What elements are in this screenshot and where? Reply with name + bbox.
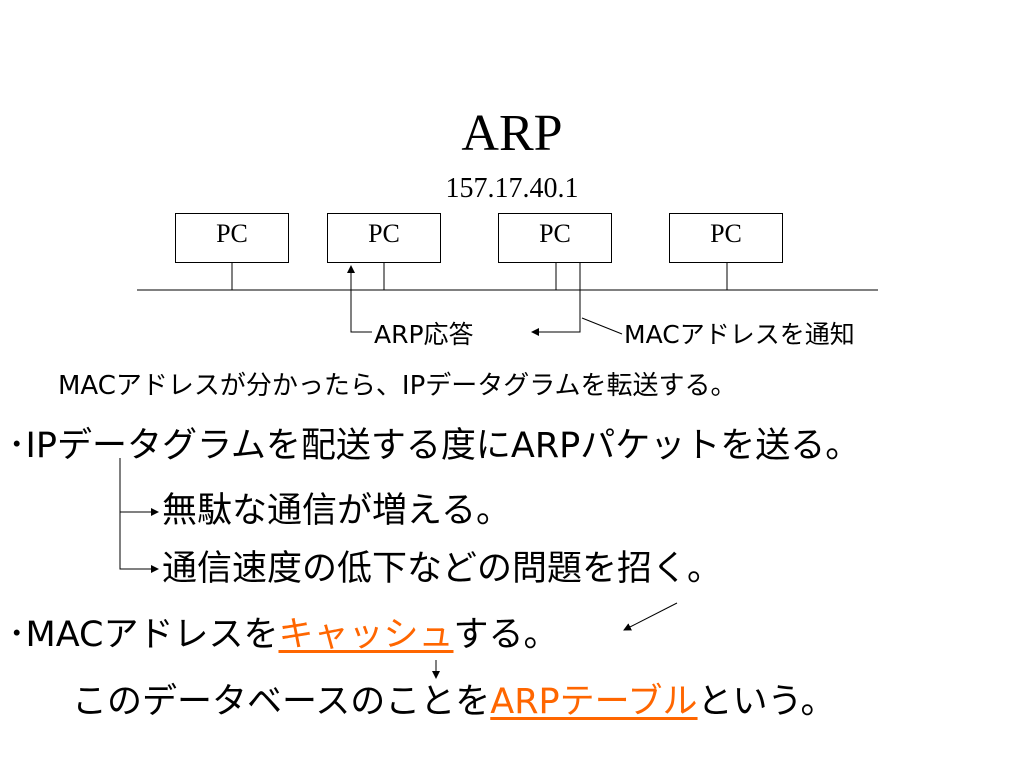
sub-bullet-wasteful-traffic: 無駄な通信が増える。 [162, 491, 511, 531]
pc-box-1: PC [175, 213, 289, 263]
pc-box-2: PC [327, 213, 441, 263]
arp-response-label: ARP応答 [374, 320, 474, 349]
arp-table-highlight: ARPテーブル [490, 682, 698, 722]
mac-notify-label: MACアドレスを通知 [624, 320, 855, 349]
cache-highlight: キャッシュ [278, 615, 454, 655]
sub-bullet-speed-problem: 通信速度の低下などの問題を招く。 [162, 549, 723, 589]
bullet-marker: ･ [8, 426, 26, 466]
line-3-text-after: という。 [697, 682, 836, 722]
bullet-2-text-after: する。 [453, 615, 559, 655]
bullet-1-text: IPデータグラムを配送する度にARPパケットを送る。 [25, 426, 861, 466]
pc-box-3: PC [498, 213, 612, 263]
tree-arrow-2 [119, 512, 159, 573]
transfer-note: MACアドレスが分かったら、IPデータグラムを転送する。 [58, 371, 737, 401]
mac-notify-callout [581, 317, 623, 335]
line-3-text-before: このデータベースのことを [72, 682, 491, 722]
slide-title: ARP [461, 105, 563, 162]
ip-address-label: 157.17.40.1 [445, 173, 579, 204]
cache-pointer-arrow [623, 602, 678, 631]
bullet-2-text-before: MACアドレスを [25, 615, 279, 655]
pc3-to-response-arrow [531, 263, 581, 336]
arp-table-line: このデータベースのことをARPテーブルという。 [72, 680, 835, 724]
pc-box-4: PC [669, 213, 783, 263]
bullet-marker: ･ [8, 615, 26, 655]
bullet-arp-per-datagram: ･IPデータグラムを配送する度にARPパケットを送る。 [8, 424, 860, 468]
bullet-cache-mac: ･MACアドレスをキャッシュする。 [8, 613, 559, 657]
arp-response-arrow [347, 265, 372, 333]
